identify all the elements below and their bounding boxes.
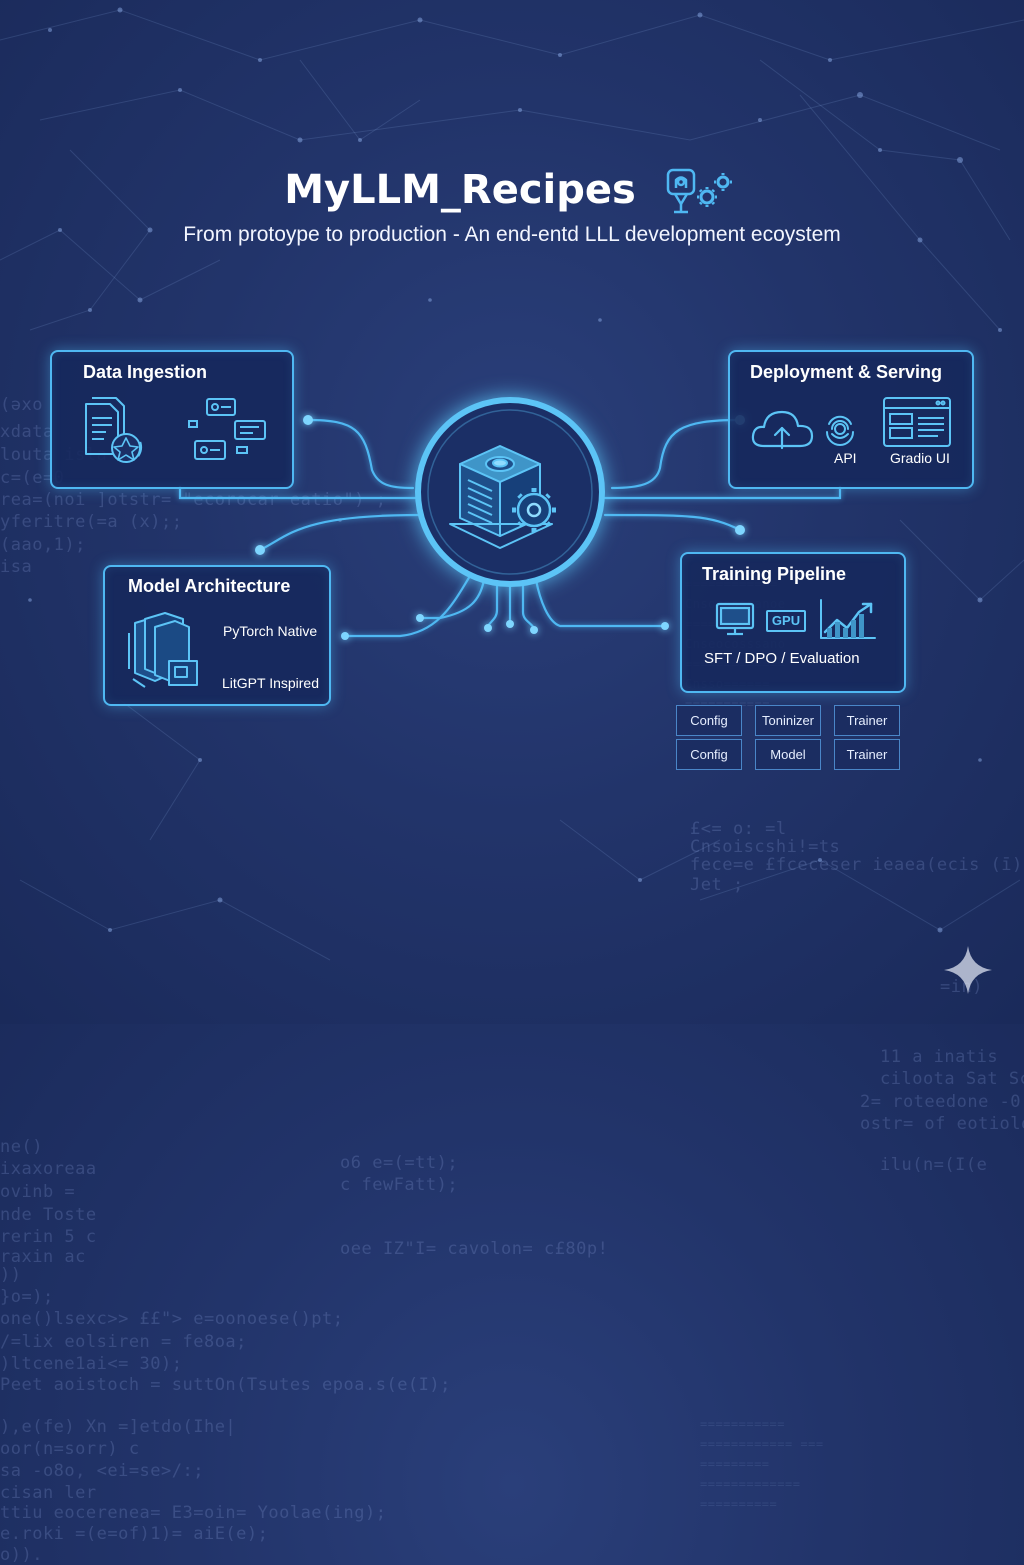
background-code: (ǝxo xdata louta isla c=(e=0 rea=(noi ]o… [0,160,1024,1565]
central-hub [415,397,605,587]
data-ingestion-title: Data Ingestion [83,362,208,382]
data-ingestion-panel: Data Ingestion [50,350,294,489]
component-box: Config [676,705,742,736]
deployment-serving-title: Deployment & Serving [750,362,943,382]
page-title-row: MyLLM_Recipes [0,160,1024,220]
growth-chart-icon [820,599,876,639]
sparkle-icon [944,946,992,994]
api-label: API [834,450,857,466]
gear-icon [666,168,732,214]
connector-lines [178,415,842,640]
layers-icon [128,612,198,688]
component-box: Trainer [834,739,900,770]
browser-window-icon [883,397,951,447]
component-box: Trainer [834,705,900,736]
monitor-icon [715,602,755,636]
cloud-upload-icon [751,410,814,450]
component-box: Config [676,739,742,770]
component-box: Toninizer [755,705,821,736]
training-pipeline-title: Training Pipeline [702,564,847,584]
pytorch-native-label: PyTorch Native [223,623,318,639]
deployment-serving-panel: Deployment & Serving API Gradio UI [728,350,974,489]
api-fingerprint-icon [826,415,854,446]
document-stack-icon [85,397,143,463]
litgpt-inspired-label: LitGPT Inspired [222,675,320,691]
gear-icon [512,488,556,532]
gpu-chip-icon: GPU [766,610,806,632]
background-network [0,7,1024,961]
page-title: MyLLM_Recipes [284,167,636,213]
model-architecture-title: Model Architecture [128,576,291,596]
gradio-ui-label: Gradio UI [890,450,950,466]
training-pipeline-panel: Training Pipeline GPU SFT / DPO / Evalua… [680,552,906,693]
model-architecture-panel: Model Architecture PyTorch Native LitGPT… [103,565,331,706]
server-cube-icon [449,445,556,549]
gpu-label: GPU [771,613,801,628]
training-caption: SFT / DPO / Evaluation [704,650,860,667]
data-chips-icon [188,398,266,460]
page-subtitle: From protoype to production - An end-ent… [183,223,841,246]
component-box: Model [755,739,821,770]
